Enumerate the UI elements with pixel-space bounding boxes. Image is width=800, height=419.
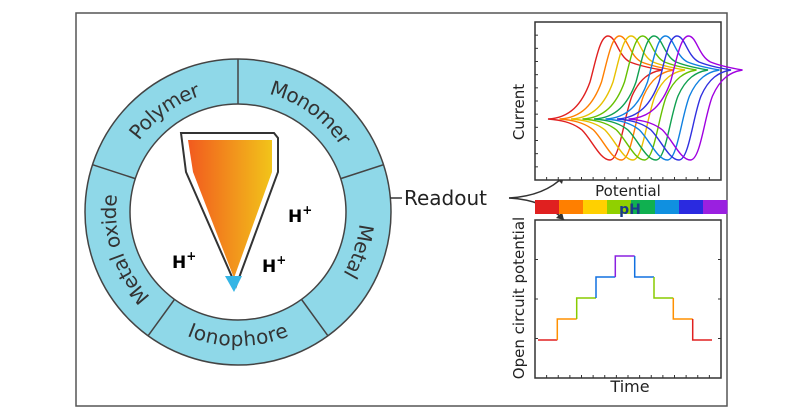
ocp-step — [575, 297, 596, 319]
ocp-plot: Open circuit potential Time — [510, 217, 722, 396]
ocp-step — [595, 276, 616, 298]
electrode-tip — [225, 276, 242, 292]
ph-color-segment — [655, 200, 680, 214]
ocp-step — [614, 255, 635, 277]
cv-curve — [582, 35, 697, 161]
cv-curves — [547, 35, 743, 161]
ocp-ylabel: Open circuit potential — [510, 217, 528, 379]
ocp-step — [556, 318, 577, 340]
ocp-step — [672, 298, 693, 320]
ion-label: H+ — [172, 249, 196, 273]
ph-bar: pH — [535, 200, 728, 218]
ph-color-segment — [631, 200, 656, 214]
cv-plot: Current Potential — [510, 21, 743, 200]
ring-divider — [340, 164, 384, 180]
ocp-ticks — [535, 259, 721, 378]
cv-curve — [616, 35, 732, 161]
cv-curve — [605, 35, 720, 161]
readout-label: Readout — [404, 186, 487, 210]
ph-label: pH — [619, 202, 641, 218]
ph-color-segment — [703, 200, 728, 214]
ocp-steps — [538, 255, 712, 341]
ph-color-segment — [583, 200, 608, 214]
ph-color-segment — [607, 200, 632, 214]
ocp-plot-frame — [534, 219, 722, 379]
ocp-xlabel: Time — [609, 377, 649, 396]
ring-dividers — [92, 59, 384, 337]
ph-color-segment — [535, 200, 560, 214]
ph-segments — [535, 200, 728, 214]
electrode: H+ H+ H+ — [172, 132, 312, 292]
ocp-step — [691, 319, 712, 341]
ph-color-segment — [679, 200, 704, 214]
cv-ylabel: Current — [510, 84, 528, 140]
ion-label: H+ — [288, 203, 312, 227]
cv-xlabel: Potential — [595, 182, 661, 200]
cv-curve — [628, 35, 743, 161]
ion-label: H+ — [262, 253, 286, 277]
readout: Readout — [390, 175, 565, 221]
cv-ticks — [535, 34, 710, 180]
cv-curve — [593, 35, 709, 161]
ocp-step — [633, 256, 654, 278]
electrode-body — [188, 140, 272, 278]
ocp-step — [653, 277, 674, 299]
ring-divider — [300, 298, 329, 337]
ph-color-segment — [559, 200, 584, 214]
ring-divider — [147, 298, 176, 337]
ring-divider — [92, 164, 136, 180]
cv-curve — [570, 35, 686, 161]
